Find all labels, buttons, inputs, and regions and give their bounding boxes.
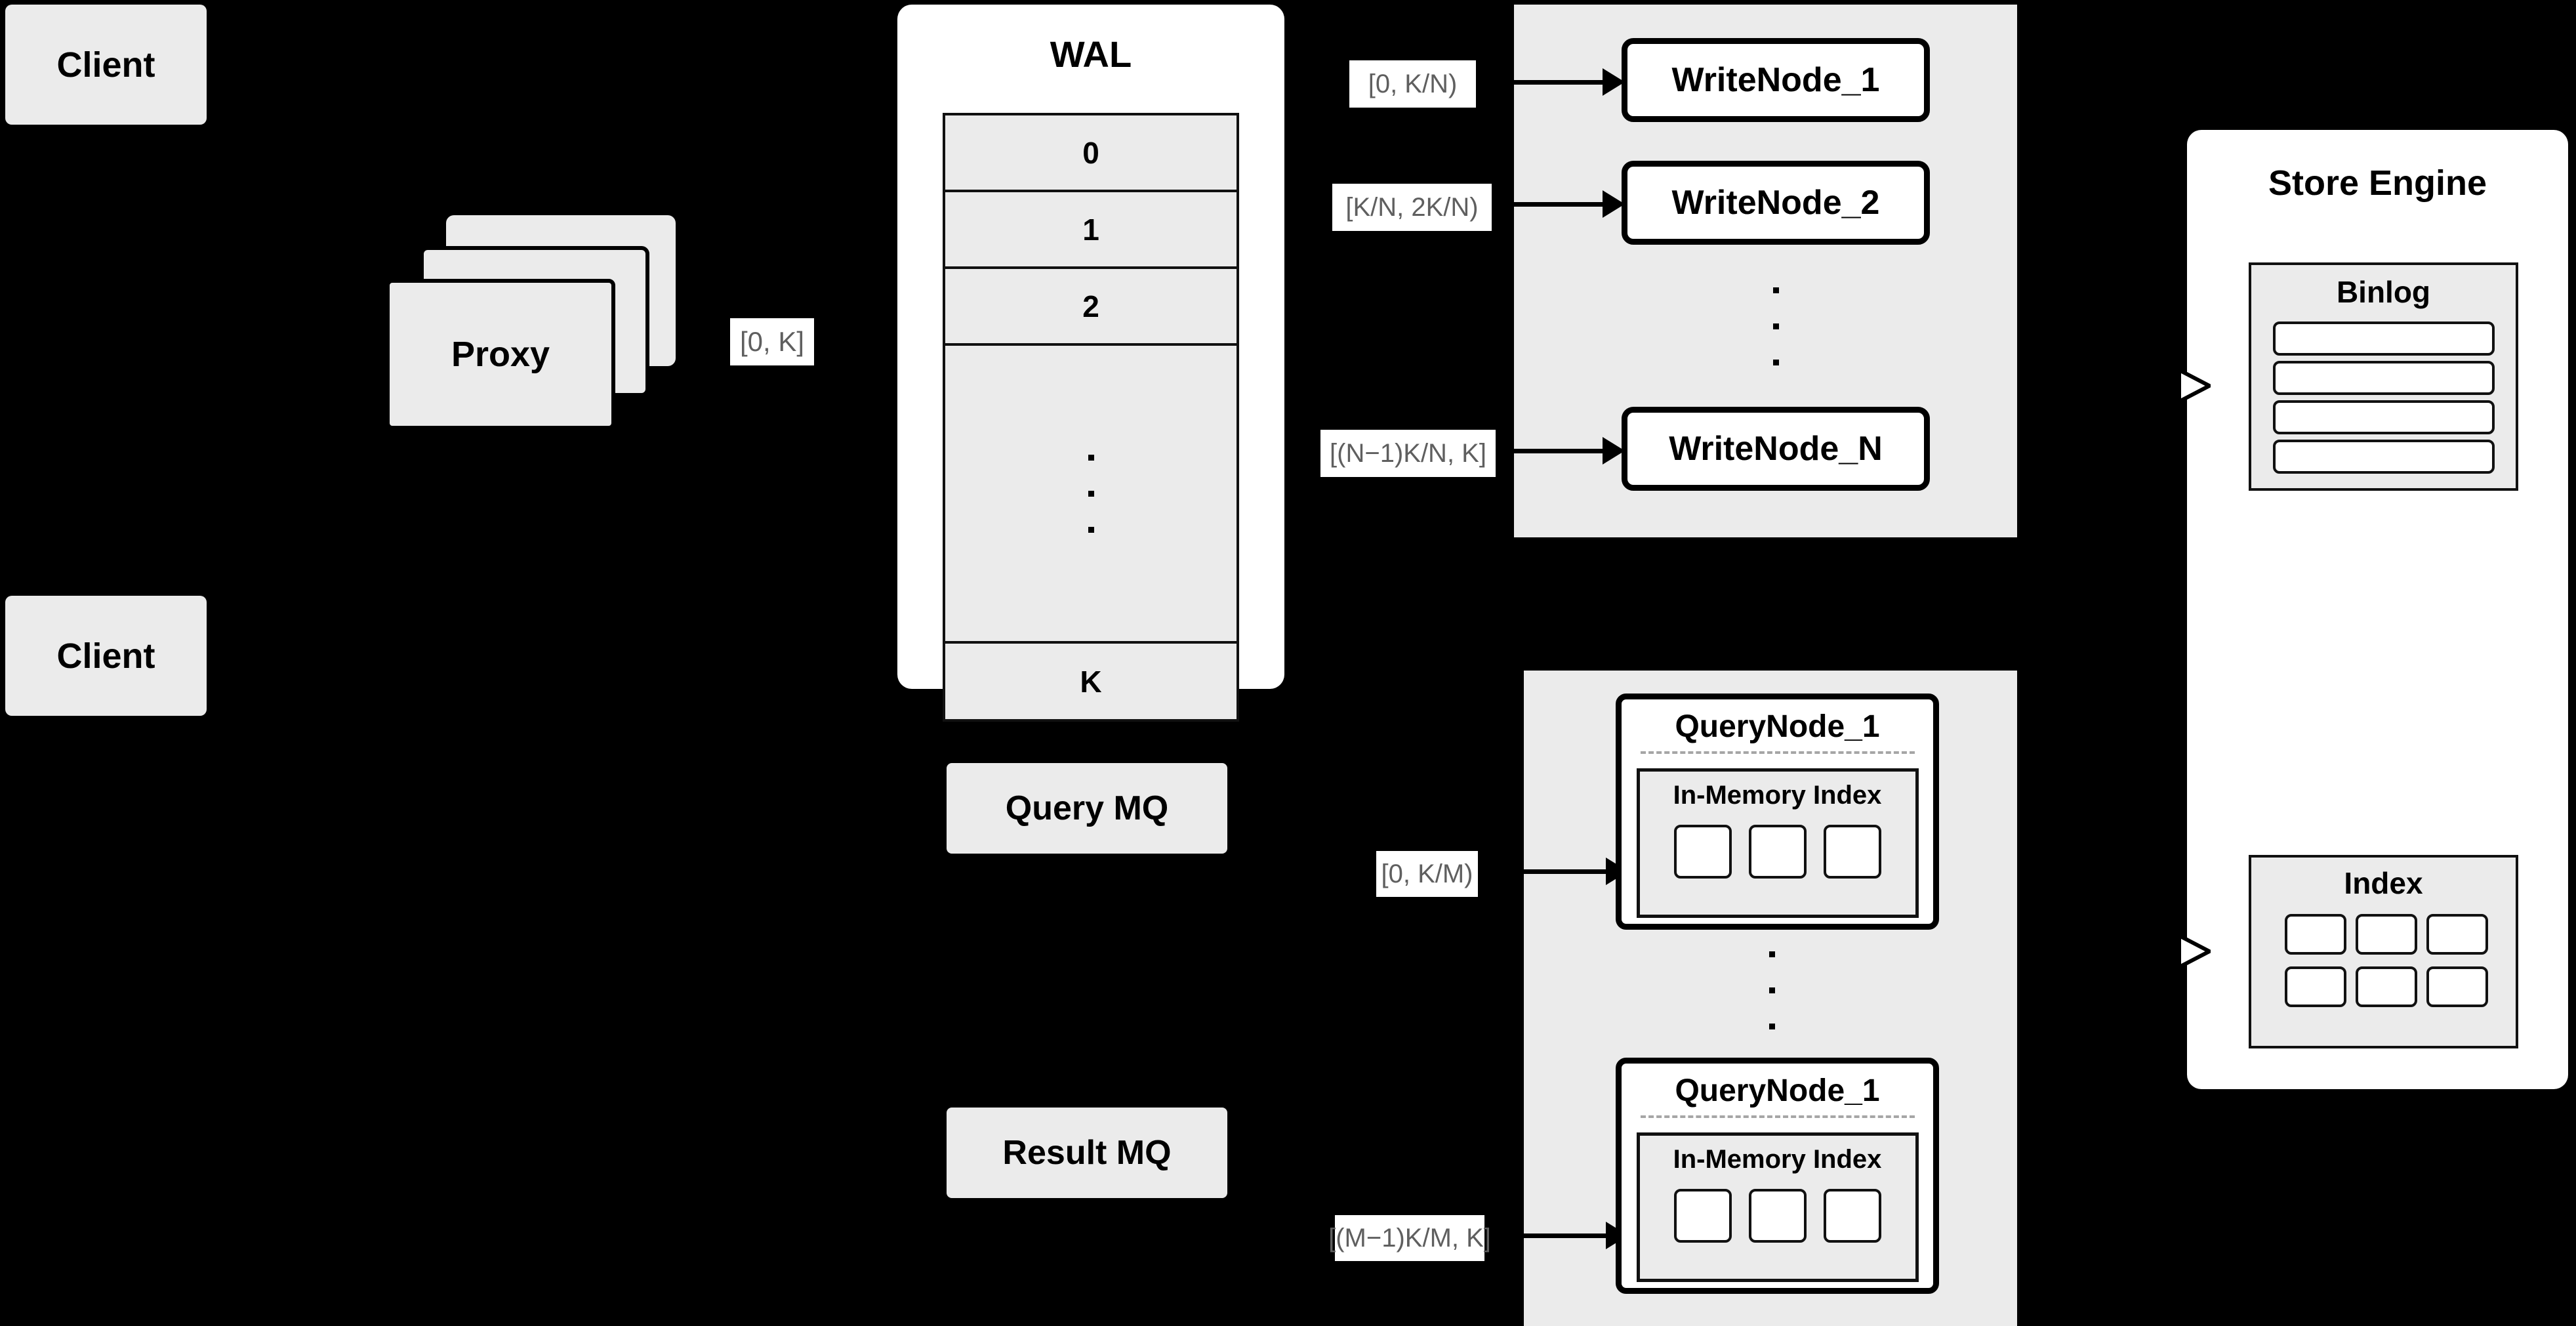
index-panel: Index	[2249, 855, 2518, 1048]
writenode-2-box[interactable]: WriteNode_2	[1622, 161, 1930, 245]
inmemory-index-cells	[1673, 1189, 1881, 1243]
wal-row: K	[945, 644, 1237, 719]
wal-entry-table: 0 1 2 K	[943, 113, 1239, 722]
querynode-2-arrow-line	[1523, 1233, 1608, 1238]
binlog-slot[interactable]	[2272, 440, 2495, 474]
query-cluster-ellipsis-icon	[1766, 943, 1778, 1038]
vertical-ellipsis-icon	[1088, 454, 1094, 533]
querynode-1-range-chip: [0, K/M)	[1376, 851, 1478, 897]
index-slot[interactable]	[2426, 966, 2488, 1007]
writenode-2-range-label: [K/N, 2K/N)	[1345, 192, 1479, 222]
querynode-1-arrow-line	[1523, 869, 1608, 874]
writenode-2-arrow-head-icon	[1603, 190, 1625, 218]
proxy-box[interactable]: Proxy	[386, 279, 615, 430]
writenode-2-range-chip: [K/N, 2K/N)	[1332, 184, 1492, 231]
index-slot[interactable]	[2284, 914, 2346, 955]
wal-row-ellipsis	[945, 346, 1237, 644]
binlog-arrow-line	[2137, 384, 2183, 388]
querynode-1-range-label: [0, K/M)	[1381, 859, 1473, 888]
index-slot[interactable]	[2355, 914, 2417, 955]
wal-row: 1	[945, 192, 1237, 269]
writenode-2-label: WriteNode_2	[1671, 184, 1880, 222]
writenode-n-box[interactable]: WriteNode_N	[1622, 407, 1930, 491]
index-slot[interactable]	[2426, 914, 2488, 955]
writenode-1-label: WriteNode_1	[1671, 61, 1880, 99]
store-engine-title: Store Engine	[2268, 163, 2487, 203]
index-slots	[2284, 914, 2488, 1007]
client-label: Client	[56, 636, 155, 676]
proxy-label: Proxy	[451, 335, 550, 374]
querynode-2-title: QueryNode_1	[1675, 1073, 1880, 1108]
inmemory-index-cells	[1673, 825, 1881, 879]
querynode-1-title: QueryNode_1	[1675, 709, 1880, 744]
querynode-1-separator	[1640, 751, 1915, 754]
binlog-panel: Binlog	[2249, 262, 2518, 491]
writenode-1-arrow-head-icon	[1603, 68, 1625, 96]
query-mq-label: Query MQ	[1005, 789, 1169, 827]
querynode-2-range-label: [(M−1)K/M, K]	[1328, 1223, 1491, 1253]
index-cell[interactable]	[1823, 825, 1881, 879]
querynode-2-range-chip: [(M−1)K/M, K]	[1328, 1215, 1491, 1261]
binlog-slot[interactable]	[2272, 400, 2495, 434]
writenode-n-arrow-head-icon	[1603, 437, 1625, 465]
writenode-1-range-chip: [0, K/N)	[1349, 60, 1476, 108]
query-mq-box[interactable]: Query MQ	[947, 763, 1227, 854]
result-mq-label: Result MQ	[1002, 1134, 1172, 1172]
client-label: Client	[56, 45, 155, 85]
index-title: Index	[2344, 866, 2423, 900]
writenode-n-label: WriteNode_N	[1669, 430, 1883, 468]
binlog-slot[interactable]	[2272, 321, 2495, 356]
index-slot[interactable]	[2355, 966, 2417, 1007]
proxy-output-range-chip: [0, K]	[730, 318, 814, 365]
writenode-n-range-label: [(N−1)K/N, K]	[1330, 438, 1486, 468]
inmemory-index-title: In-Memory Index	[1673, 1145, 1882, 1174]
binlog-slot[interactable]	[2272, 361, 2495, 395]
client-box-top[interactable]: Client	[5, 5, 207, 125]
result-mq-box[interactable]: Result MQ	[947, 1108, 1227, 1198]
index-cell[interactable]	[1823, 1189, 1881, 1243]
index-cell[interactable]	[1748, 825, 1807, 879]
binlog-slots	[2272, 321, 2495, 474]
querynode-2-separator	[1640, 1115, 1915, 1118]
inmemory-index-title: In-Memory Index	[1673, 781, 1882, 810]
writenode-1-box[interactable]: WriteNode_1	[1622, 38, 1930, 122]
index-arrow-line	[2137, 950, 2183, 953]
writenode-1-range-label: [0, K/N)	[1368, 69, 1458, 98]
write-cluster-ellipsis-icon	[1770, 279, 1782, 374]
index-cell[interactable]	[1673, 825, 1732, 879]
wal-row: 2	[945, 269, 1237, 346]
writenode-2-arrow-line	[1513, 202, 1605, 207]
index-cell[interactable]	[1673, 1189, 1732, 1243]
wal-title: WAL	[1050, 33, 1132, 75]
writenode-n-range-chip: [(N−1)K/N, K]	[1320, 430, 1496, 477]
proxy-output-range-label: [0, K]	[739, 326, 805, 357]
wal-row: 0	[945, 115, 1237, 192]
binlog-title: Binlog	[2336, 275, 2431, 309]
client-box-bottom[interactable]: Client	[5, 596, 207, 716]
index-cell[interactable]	[1748, 1189, 1807, 1243]
querynode-2-box[interactable]: QueryNode_1 In-Memory Index	[1616, 1058, 1939, 1294]
querynode-1-inmemory-index: In-Memory Index	[1636, 768, 1919, 918]
querynode-1-box[interactable]: QueryNode_1 In-Memory Index	[1616, 694, 1939, 930]
writenode-1-arrow-line	[1513, 80, 1605, 85]
querynode-2-inmemory-index: In-Memory Index	[1636, 1132, 1919, 1282]
writenode-n-arrow-line	[1513, 449, 1605, 453]
index-arrow-head-icon	[2178, 934, 2211, 968]
binlog-arrow-head-icon	[2178, 369, 2211, 403]
index-slot[interactable]	[2284, 966, 2346, 1007]
